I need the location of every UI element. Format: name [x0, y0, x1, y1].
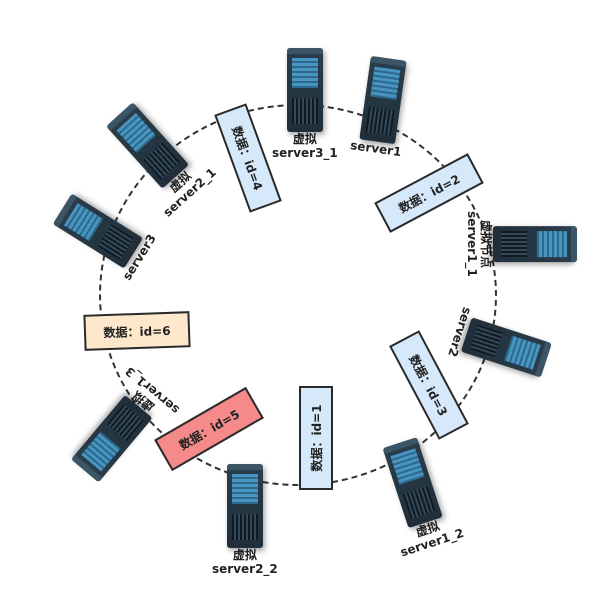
- node-server2_2: 虚拟 server2_2: [212, 464, 278, 576]
- node-name: server3_1: [272, 146, 338, 160]
- node-server3_1: 虚拟 server3_1: [272, 48, 338, 160]
- node-name: server2_2: [212, 562, 278, 576]
- data-box-id6: 数据：id=6: [83, 311, 191, 351]
- server-icon: [492, 226, 577, 262]
- node-server1_1: 虚拟节点 server1_1: [465, 211, 577, 277]
- data-box-id1: 数据：id=1: [299, 386, 333, 490]
- node-prefix: 虚拟: [292, 132, 317, 146]
- server-icon: [106, 102, 190, 189]
- node-prefix: 虚拟: [232, 548, 257, 562]
- server-icon: [71, 394, 153, 483]
- server-icon: [382, 437, 443, 529]
- server-icon: [359, 55, 407, 145]
- server-icon: [226, 464, 263, 548]
- server-icon: [286, 48, 323, 132]
- node-name: server1_1: [464, 211, 479, 277]
- node-prefix: 虚拟节点: [478, 219, 493, 268]
- node-server1_2: 虚拟 server1_2: [368, 433, 465, 559]
